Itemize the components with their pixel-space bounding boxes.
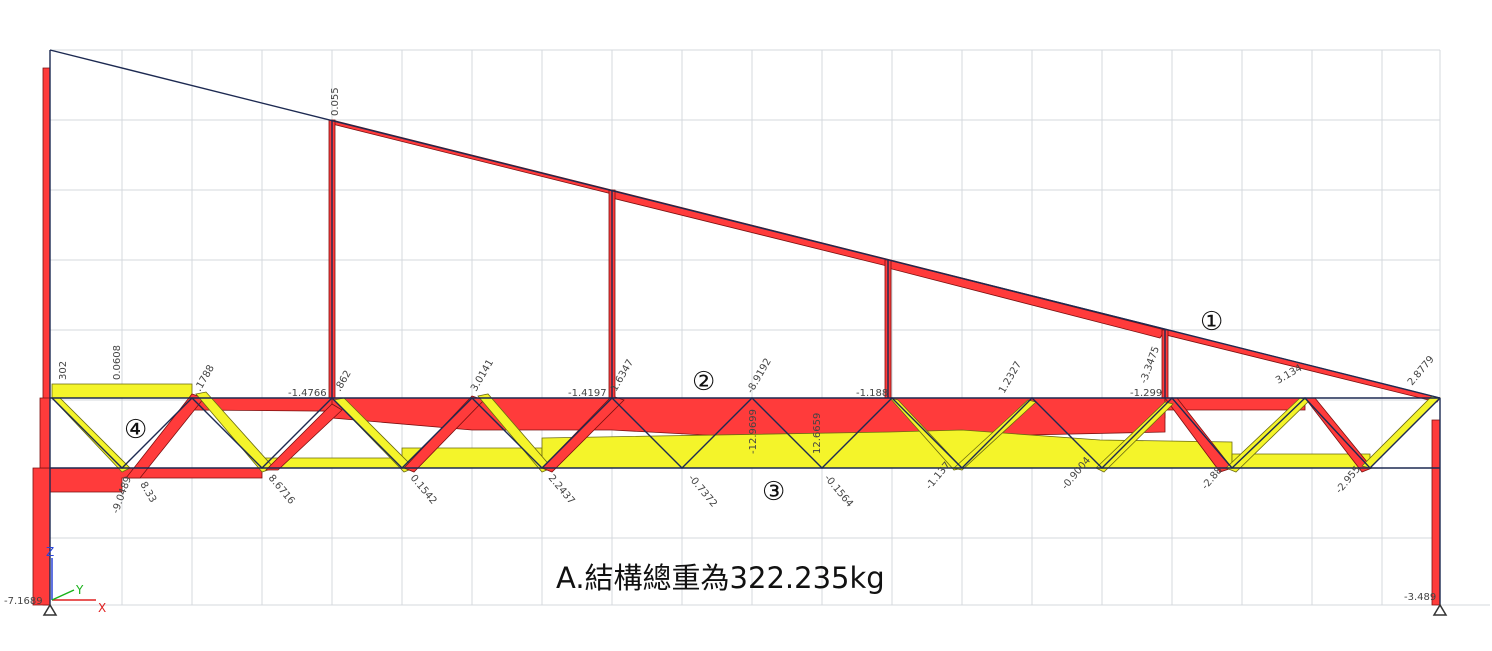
label-b6: -0.7372 <box>686 473 719 510</box>
label-support-left: -7.1689 <box>4 596 43 607</box>
label-support-right: -3.489 <box>1404 592 1436 603</box>
label-top-vertical: 0.055 <box>330 87 341 116</box>
label-p3: -1.4766 <box>288 388 327 399</box>
label-p13: -1.299 <box>1130 388 1162 399</box>
axis-x-label: X <box>98 601 106 615</box>
label-p12: 1.2327 <box>997 360 1024 396</box>
member-markers: ① ② ③ ④ <box>124 307 1223 507</box>
vertical-forces <box>328 119 1169 399</box>
label-b10: -2.88 <box>1200 465 1225 492</box>
label-p2: .1788 <box>193 363 217 393</box>
axis-z-label: Z <box>46 545 54 559</box>
label-p1: 0.0608 <box>112 345 123 380</box>
marker-2: ② <box>692 367 715 397</box>
label-b4: 0.1542 <box>408 473 439 507</box>
left-column-force <box>32 67 51 606</box>
supports <box>42 603 1448 616</box>
marker-3: ③ <box>762 477 785 507</box>
upper-chord-force <box>51 383 1306 439</box>
label-p10: 12.6659 <box>812 413 823 454</box>
marker-4: ④ <box>124 415 147 445</box>
axis-triad: Z Y X <box>46 545 106 615</box>
right-column-force <box>1431 419 1441 606</box>
right-support-icon <box>1432 603 1448 616</box>
label-b3: 8.6716 <box>266 473 297 507</box>
axis-y-label: Y <box>75 583 84 597</box>
label-b11: -2.955 <box>1334 464 1363 496</box>
label-p6: -1.4197 <box>568 388 607 399</box>
label-p16: 2.8779 <box>1406 354 1437 388</box>
lower-chord-force <box>49 429 1371 493</box>
label-b7: -0.1564 <box>822 473 855 510</box>
background-grid <box>50 49 1490 606</box>
label-b2: 8.33 <box>137 480 158 505</box>
weight-caption: A.結構總重為322.235kg <box>556 561 885 595</box>
label-b5: 2.2437 <box>546 473 577 507</box>
left-support-icon <box>42 603 58 616</box>
label-p4: .862 <box>333 369 354 394</box>
structure-members <box>49 49 1441 605</box>
label-p8: -8.9192 <box>745 357 774 396</box>
marker-1: ① <box>1200 307 1223 337</box>
label-p15: 3.134 <box>1274 363 1304 387</box>
label-p1-far: 302 <box>58 361 69 380</box>
label-p11: -1.188 <box>856 388 888 399</box>
label-p9: -12.9699 <box>748 409 759 454</box>
label-p5: 3.0141 <box>469 358 496 394</box>
label-p14: -3.3475 <box>1138 345 1162 385</box>
